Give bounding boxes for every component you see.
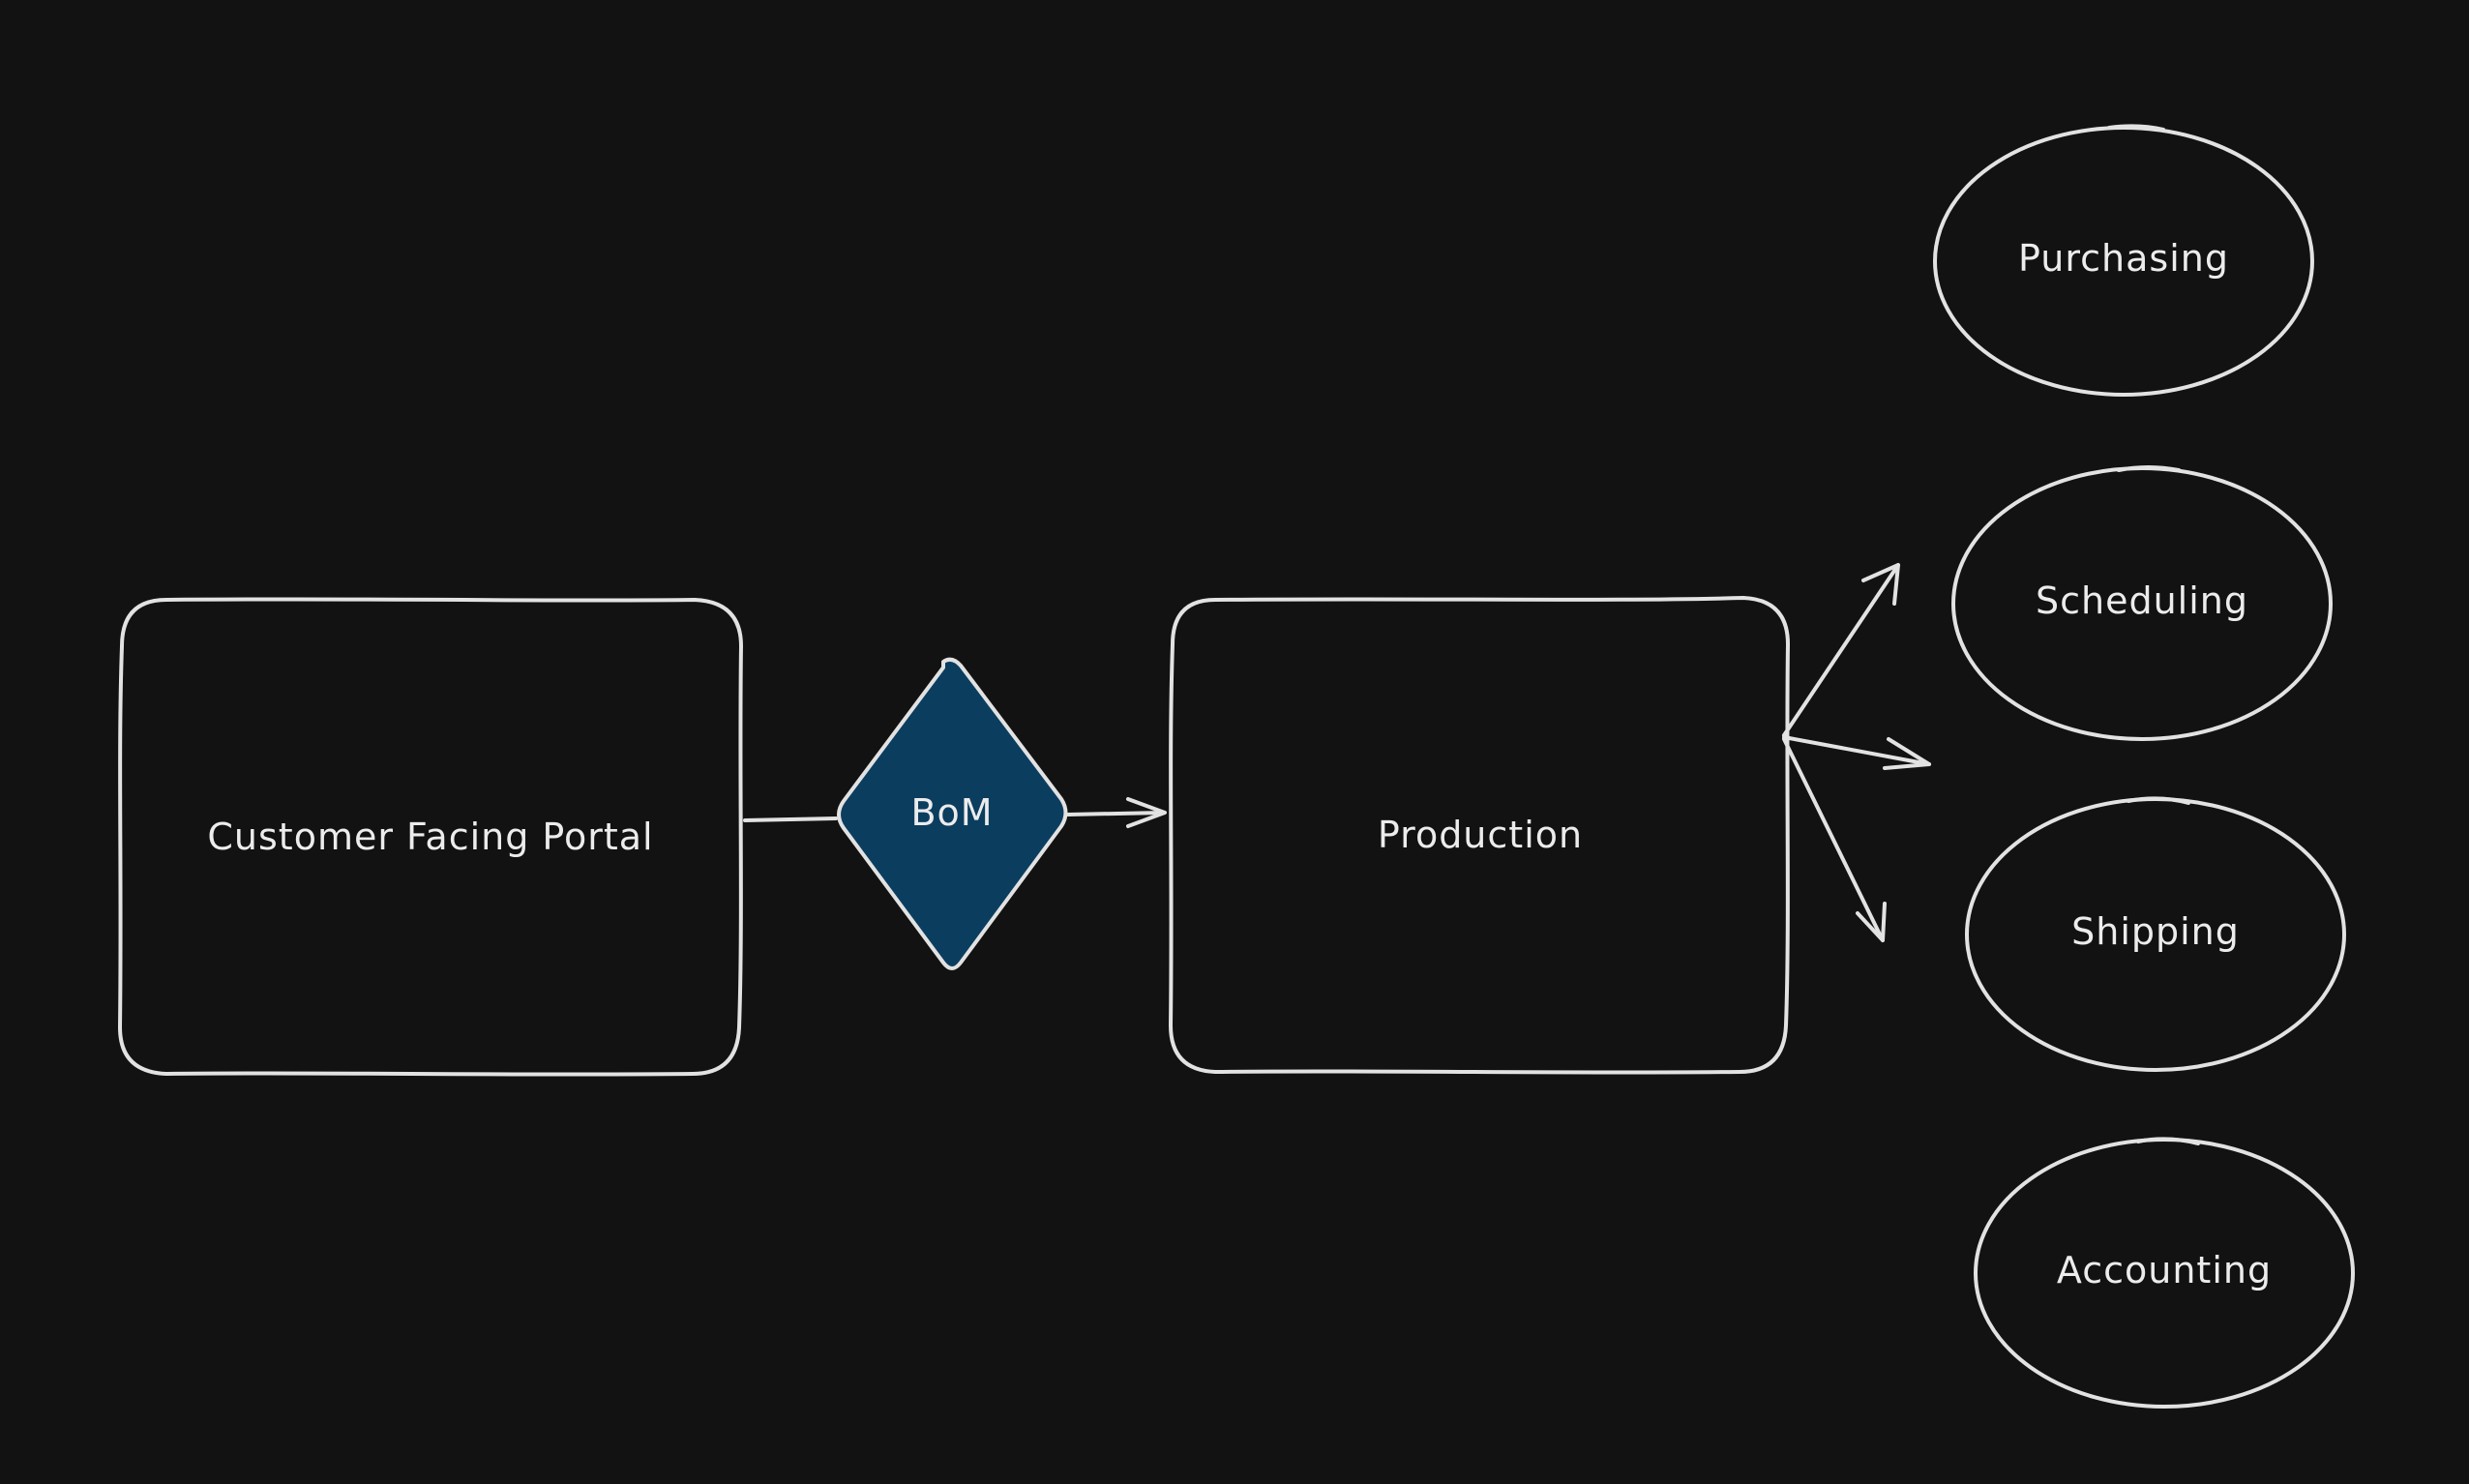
accounting-label: Accounting <box>2057 1249 2272 1291</box>
production-node[interactable]: Production <box>1169 596 1790 1075</box>
bom-label: BoM <box>910 791 993 834</box>
purchasing-node[interactable]: Purchasing <box>1933 124 2314 397</box>
production-box <box>1169 596 1790 1075</box>
edge-production-to-upper <box>1782 563 1900 737</box>
customer-portal-box <box>118 597 743 1077</box>
bom-node[interactable]: BoM <box>837 657 1068 970</box>
accounting-node[interactable]: Accounting <box>1974 1137 2355 1409</box>
scheduling-label: Scheduling <box>2036 579 2248 622</box>
shipping-label: Shipping <box>2071 910 2240 953</box>
scheduling-node[interactable]: Scheduling <box>1951 465 2333 741</box>
edge-bom-to-production <box>1066 797 1167 828</box>
customer-portal-label: Customer Facing Portal <box>207 816 653 858</box>
bom-diamond <box>837 657 1068 970</box>
edge-production-to-lower <box>1782 737 1887 942</box>
shipping-node[interactable]: Shipping <box>1965 796 2346 1072</box>
customer-portal-node[interactable]: Customer Facing Portal <box>118 597 743 1077</box>
production-label: Production <box>1378 814 1583 856</box>
edge-production-to-middle <box>1782 735 1931 770</box>
edge-portal-to-bom <box>743 816 838 822</box>
purchasing-label: Purchasing <box>2018 237 2229 280</box>
